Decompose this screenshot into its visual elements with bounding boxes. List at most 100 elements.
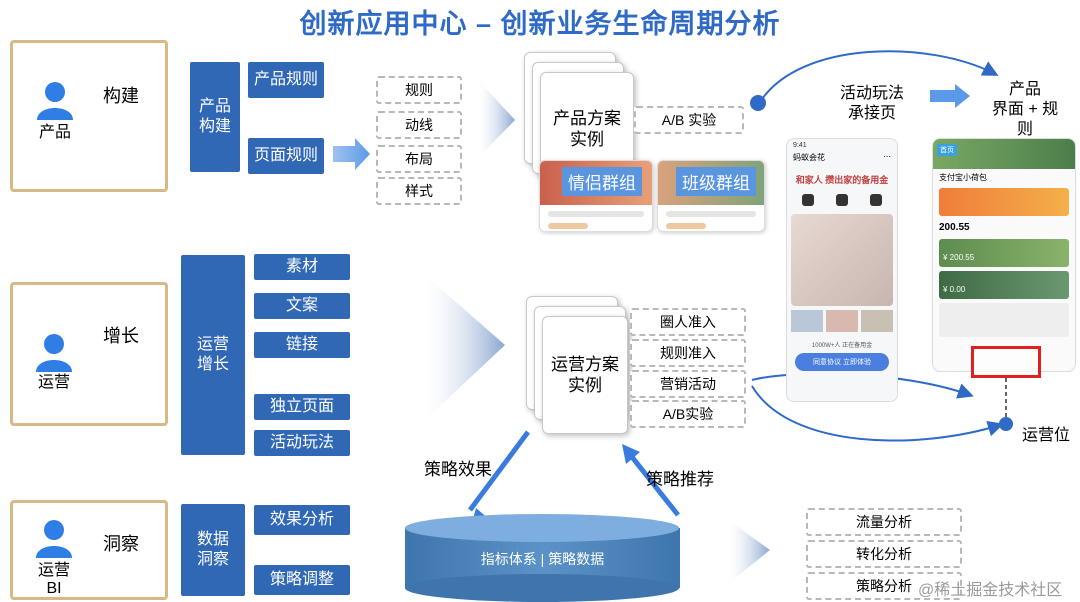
group-operation-growth: 运营 增长: [181, 255, 245, 455]
thumb-line: [548, 211, 644, 217]
photo-strip: [791, 310, 893, 332]
product-plan-card: 产品方案 实例: [540, 72, 634, 186]
strategy-recommend-label: 策略推荐: [646, 470, 714, 489]
phone2-amount-1: 200.55: [939, 222, 970, 233]
phone-header: 蚂蚁会花 ⋯: [787, 152, 897, 163]
phone-icons: [791, 194, 893, 206]
thumb-photo: [861, 310, 893, 332]
thumb-line: [666, 223, 706, 229]
recommend-arrow-head: [622, 444, 640, 464]
thumb-class-label: 班级群组: [676, 167, 756, 196]
sub-standalone-page: 独立页面: [254, 394, 350, 420]
group-label: 数据 洞察: [196, 531, 229, 568]
family-photo: [791, 214, 893, 306]
detail-rule: 规则: [376, 76, 462, 104]
dot-ops: [999, 417, 1013, 431]
thumb-photo: [826, 310, 858, 332]
sub-product-rule: 产品规则: [248, 62, 324, 98]
watermark: @稀土掘金技术社区: [918, 582, 1063, 599]
database-label: 指标体系 | 策略数据: [480, 551, 605, 567]
phone-slogan: 和家人 攒出家的备用金: [795, 175, 889, 185]
phone-time: 9:41: [793, 142, 807, 149]
thumb-couple: 情侣群组: [539, 160, 653, 232]
dot-product: [750, 95, 766, 111]
person-icon: [37, 82, 73, 120]
action-label-insight: 洞察: [103, 534, 139, 554]
role-label-bi: 运营 BI: [37, 562, 70, 597]
operation-plan-card: 运营方案 实例: [542, 316, 628, 434]
thumb-line: [666, 211, 756, 217]
thumb-class-image: 班级群组: [658, 161, 764, 205]
action-label-growth: 增长: [103, 326, 139, 346]
thumb-couple-label: 情侣群组: [562, 167, 642, 196]
phone-activity: 9:41 蚂蚁会花⋯ 和家人 攒出家的备用金 1000W+人 正在备用金 同意协…: [786, 138, 898, 402]
activity-page-label: 活动玩法 承接页: [839, 85, 904, 122]
phone2-amount-2: ¥ 200.55: [939, 239, 1069, 267]
sub-activity: 活动玩法: [254, 430, 350, 456]
analysis-strategy: 策略分析: [806, 572, 962, 600]
app-icon: [836, 194, 848, 206]
op-detail-targeting: 圈人准入: [630, 308, 746, 336]
phone2-card: [939, 188, 1069, 216]
thumb-photo: [791, 310, 823, 332]
recommend-arrow-line: [626, 450, 680, 517]
effect-arrow-line: [467, 430, 531, 512]
thumb-class: 班级群组: [657, 160, 765, 232]
op-detail-ab: A/B实验: [630, 400, 746, 428]
role-label-product: 产品: [38, 124, 71, 141]
product-ui-label: 产品 界面 + 规 则: [991, 81, 1059, 138]
app-icon: [802, 194, 814, 206]
fan-shape-3: [728, 520, 770, 584]
phone-product: 首页 支付宝小荷包 200.55 ¥ 200.55 ¥ 0.00: [932, 138, 1076, 372]
detail-layout: 布局: [376, 145, 462, 173]
sub-effect-analysis: 效果分析: [254, 505, 350, 535]
op-detail-marketing: 营销活动: [630, 370, 746, 398]
page-title: 创新应用中心 – 创新业务生命周期分析: [299, 9, 781, 39]
database-cylinder: [405, 514, 680, 602]
group-label: 运营 增长: [196, 336, 229, 373]
phone2-tag: 首页: [937, 144, 957, 156]
activity-to-product-arrow: [930, 84, 970, 108]
analysis-traffic: 流量分析: [806, 508, 962, 536]
group-label: 产品 构建: [198, 98, 231, 135]
app-icon: [870, 194, 882, 206]
analysis-conversion: 转化分析: [806, 540, 962, 568]
product-plan-label: 产品方案 实例: [553, 109, 621, 149]
phone-app-name: 蚂蚁会花: [793, 153, 825, 162]
sub-copy: 文案: [254, 293, 350, 319]
detail-flow: 动线: [376, 111, 462, 139]
more-icon: ⋯: [883, 152, 891, 161]
sub-link: 链接: [254, 332, 350, 358]
ops-position-label: 运营位: [1021, 427, 1070, 444]
group-data-insight: 数据 洞察: [181, 504, 245, 596]
curve-to-ops-2: [751, 385, 1004, 442]
detail-style: 样式: [376, 177, 462, 205]
ops-position-highlight: [971, 346, 1041, 378]
fan-shape-1: [478, 80, 515, 158]
action-label-build: 构建: [103, 86, 139, 106]
thumb-line: [548, 223, 588, 229]
ab-test-box: A/B 实验: [634, 106, 744, 134]
fan-shape-2: [425, 275, 505, 420]
phone2-banner: 首页: [933, 139, 1075, 169]
op-detail-rule: 规则准入: [630, 339, 746, 367]
phone-cta-button[interactable]: 同意协议 立即体验: [795, 353, 889, 371]
group-product-build: 产品 构建: [190, 62, 240, 172]
role-box-product: [10, 40, 168, 192]
person-icon: [36, 520, 72, 558]
role-label-operation: 运营: [37, 374, 70, 391]
sub-page-rule: 页面规则: [248, 138, 324, 174]
phone2-list: [939, 303, 1069, 337]
page-rule-arrow: [333, 138, 370, 170]
role-box-bi: [10, 500, 168, 600]
person-icon: [36, 334, 72, 372]
operation-plan-label: 运营方案 实例: [551, 355, 619, 395]
phone2-amount-3: ¥ 0.00: [939, 271, 1069, 299]
sub-strategy-adjust: 策略调整: [254, 565, 350, 595]
sub-material: 素材: [254, 254, 350, 280]
phone2-title: 支付宝小荷包: [939, 173, 987, 182]
strategy-effect-label: 策略效果: [424, 460, 492, 479]
role-box-operation: [10, 282, 168, 426]
curve-to-product: [759, 50, 999, 103]
thumb-couple-image: 情侣群组: [540, 161, 652, 205]
